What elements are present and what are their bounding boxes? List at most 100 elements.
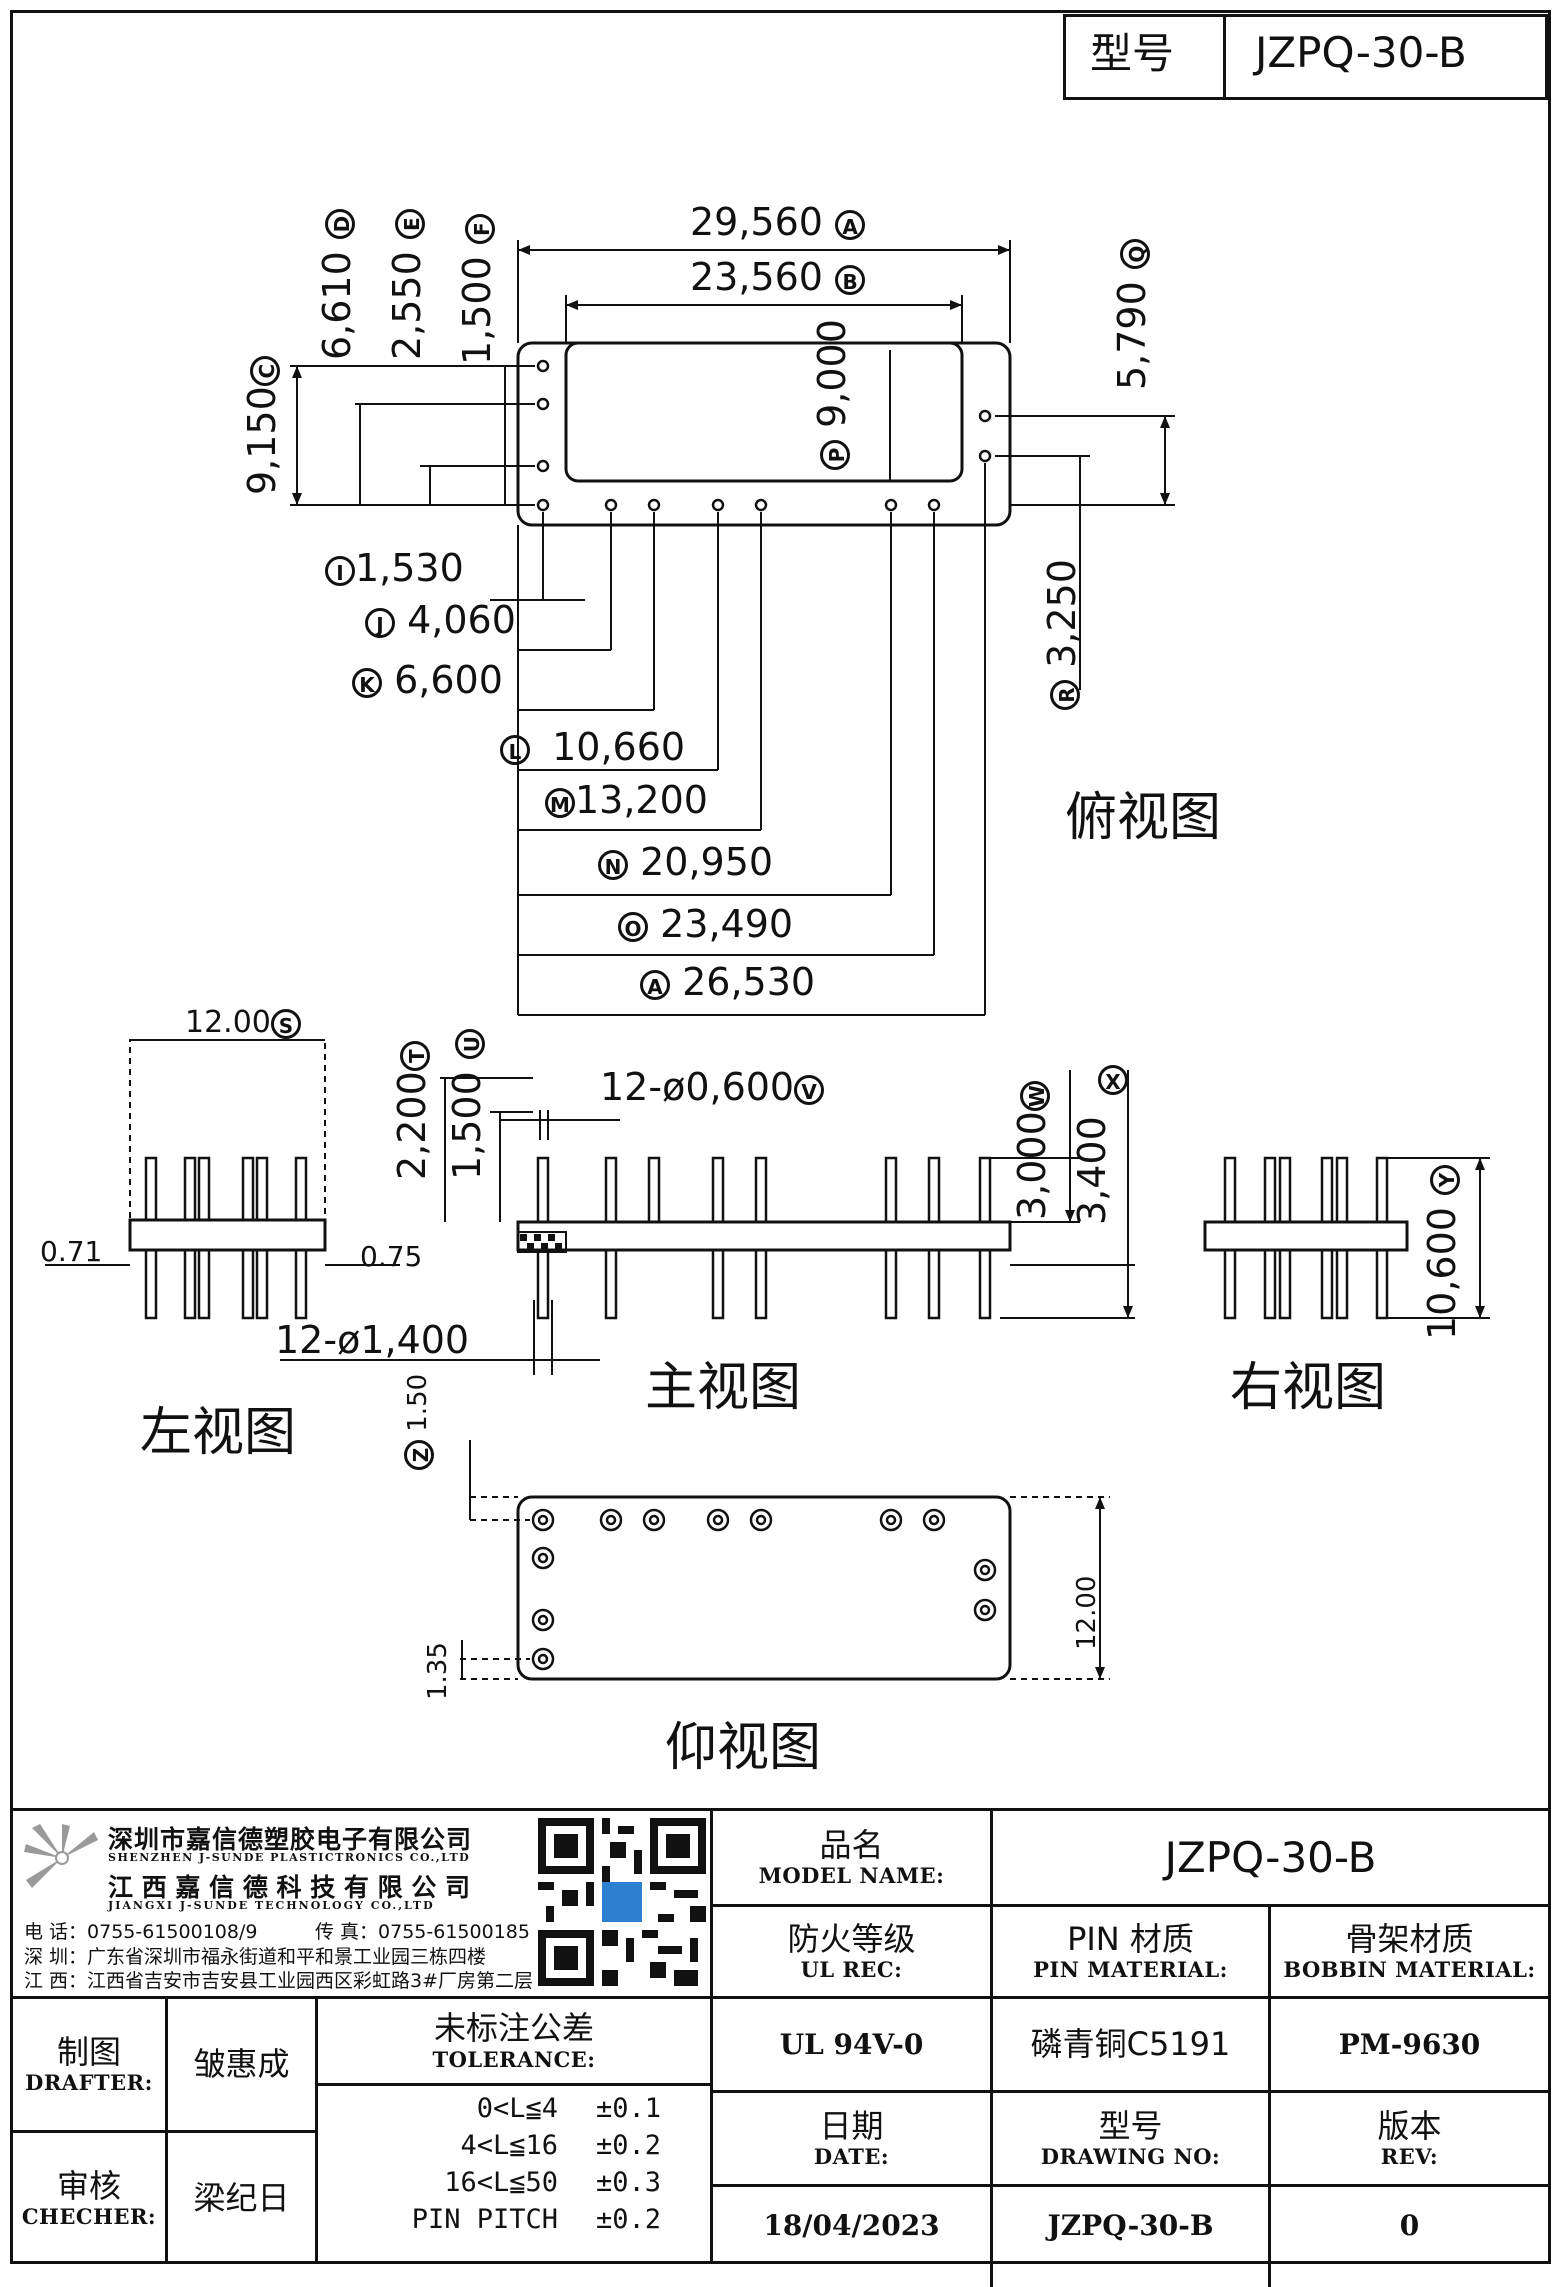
grid-line [990,1808,993,2287]
dim-9150-value: 9,150 [240,386,284,495]
dim-x-26530-value: 26,530 [682,960,816,1004]
tag-circle-icon: A [640,969,670,1000]
tag-circle-icon: Z [403,1440,434,1470]
dim-x-20950-value: 20,950 [640,840,774,884]
view-label-right: 右视图 [1230,1358,1387,1418]
view-label-front: 主视图 [645,1358,802,1418]
tag-circle-icon: Q [1119,239,1150,270]
rev-en: REV: [1380,2144,1439,2170]
tag-circle-icon: F [464,214,495,245]
drafter-cn: 制图 [56,2032,121,2071]
dim-x-20950: N 20,950 [598,840,773,884]
drawing-en: DRAWING NO: [1040,2144,1221,2170]
dim-6610-value: 6,610 [315,251,359,360]
dim-inner-width: 23,560 B [690,255,866,299]
dim-b-150-value: 1.50 [403,1373,433,1432]
dim-x-6600-value: 6,600 [394,658,503,702]
front-view-hatch [517,1231,567,1253]
left-view-box-dashed [129,1039,326,1221]
dim-10600-value: 10,600 [1420,1207,1464,1340]
ul-value: UL 94V-0 [779,2028,924,2061]
grid-line [315,2083,713,2086]
dim-x-13200-value: 13,200 [575,778,708,822]
hatch-marks [520,1234,562,1250]
tolerance-range: PIN PITCH [411,2204,558,2235]
view-label-top: 俯视图 [1065,788,1222,848]
tag-circle-icon: R [1049,680,1080,710]
tag-circle-icon: L [500,734,530,765]
company-addr-jx: 江 西：江西省吉安市吉安县工业园西区彩虹路3#厂房第二层 [24,1970,534,1992]
tolerance-table: 0<L≦4±0.1 4<L≦16±0.2 16<L≦50±0.3 PIN PIT… [318,2090,710,2238]
company-name-sz-en: SHENZHEN J-SUNDE PLASTICTRONICS CO.,LTD [108,1851,471,1864]
dim-2550-value: 2,550 [385,251,429,360]
header-model-label: 型号 [1090,29,1175,78]
grid-line [710,1904,1551,1907]
grid-line [10,1996,1551,1999]
tag-circle-icon: P [819,440,850,470]
tolerance-value: ±0.2 [596,2130,662,2161]
title-block-top-line [10,1808,1551,1811]
dim-5790-value: 5,790 [1110,281,1154,390]
ul-en: UL REC: [800,1957,903,1983]
dim-9000-value: 9,000 [810,319,854,428]
dim-6610: 6,610 D [315,209,359,360]
rev-label: 版本 REV: [1271,2093,1548,2184]
dim-3250: R 3,250 [1040,559,1084,710]
dim-x-10660: L 10,660 [500,725,685,769]
header-divider [1223,14,1226,100]
tag-circle-icon: I [325,555,355,586]
bobbin-en: BOBBIN MATERIAL: [1283,1957,1536,1983]
tag-circle-icon: U [454,1029,485,1060]
tolerance-label: 未标注公差 TOLERANCE: [318,1999,710,2083]
date-value: 18/04/2023 [763,2209,940,2242]
top-view-pins [536,359,992,512]
tolerance-value: ±0.3 [596,2167,662,2198]
dim-b-1200: 12.00 [1072,1575,1102,1650]
ul-label: 防火等级 UL REC: [713,1907,990,1996]
model-name-en: MODEL NAME: [758,1863,945,1889]
grid-line [710,2184,1551,2187]
top-dimension-lines [290,240,1175,1016]
company-name-jx: 江 西 嘉 信 德 科 技 有 限 公 司 [108,1873,471,1902]
checker-value: 梁纪日 [193,2179,290,2218]
dim-5790: 5,790 Q [1110,239,1154,390]
tag-circle-icon: Y [1429,1164,1460,1195]
dim-3250-value: 3,250 [1040,559,1084,668]
dim-1500-front-value: 1,500 [445,1071,489,1180]
date-en: DATE: [813,2144,890,2170]
drafter-label: 制图 DRAFTER: [13,1999,165,2130]
company-logo-icon [22,1822,102,1894]
header-model-box [1063,14,1548,100]
dim-2200: 2,200T [390,1041,434,1180]
grid-line [710,1996,713,2264]
arrowheads [292,245,1485,1679]
model-name-value-text: JZPQ-30-B [1164,1833,1377,1882]
model-name-value: JZPQ-30-B [993,1811,1548,1904]
qr-code-icon [538,1818,706,1986]
tolerance-range: 16<L≦50 [444,2167,558,2198]
dim-b-135: 1.35 [423,1642,453,1700]
tag-circle-icon: B [835,264,866,295]
dim-x-6600: K 6,600 [352,658,503,702]
dim-1500-front: 1,500 U [445,1029,489,1180]
dim-x-26530: A 26,530 [640,960,815,1004]
tag-circle-icon: D [324,209,355,240]
model-name-cn: 品名 [819,1825,884,1864]
dim-side-width-value: 12.00 [185,1005,271,1040]
dim-side-071: 0.71 [40,1235,103,1268]
tag-circle-icon: M [545,787,575,818]
bobbin-value: PM-9630 [1338,2028,1481,2061]
tolerance-row: 16<L≦50 ±0.3 [318,2164,710,2201]
pin-value: 磷青铜C5191 [1030,2025,1231,2064]
ul-cn: 防火等级 [787,1919,916,1958]
top-view-window [564,341,964,483]
view-label-left: 左视图 [140,1403,297,1463]
tag-circle-icon: K [352,667,382,698]
tag-circle-icon: C [249,356,280,387]
drawing-border [10,10,1551,2264]
left-view-pins [144,1156,308,1320]
dim-1500-top: 1,500 F [455,214,499,365]
view-label-bottom: 仰视图 [665,1718,822,1778]
